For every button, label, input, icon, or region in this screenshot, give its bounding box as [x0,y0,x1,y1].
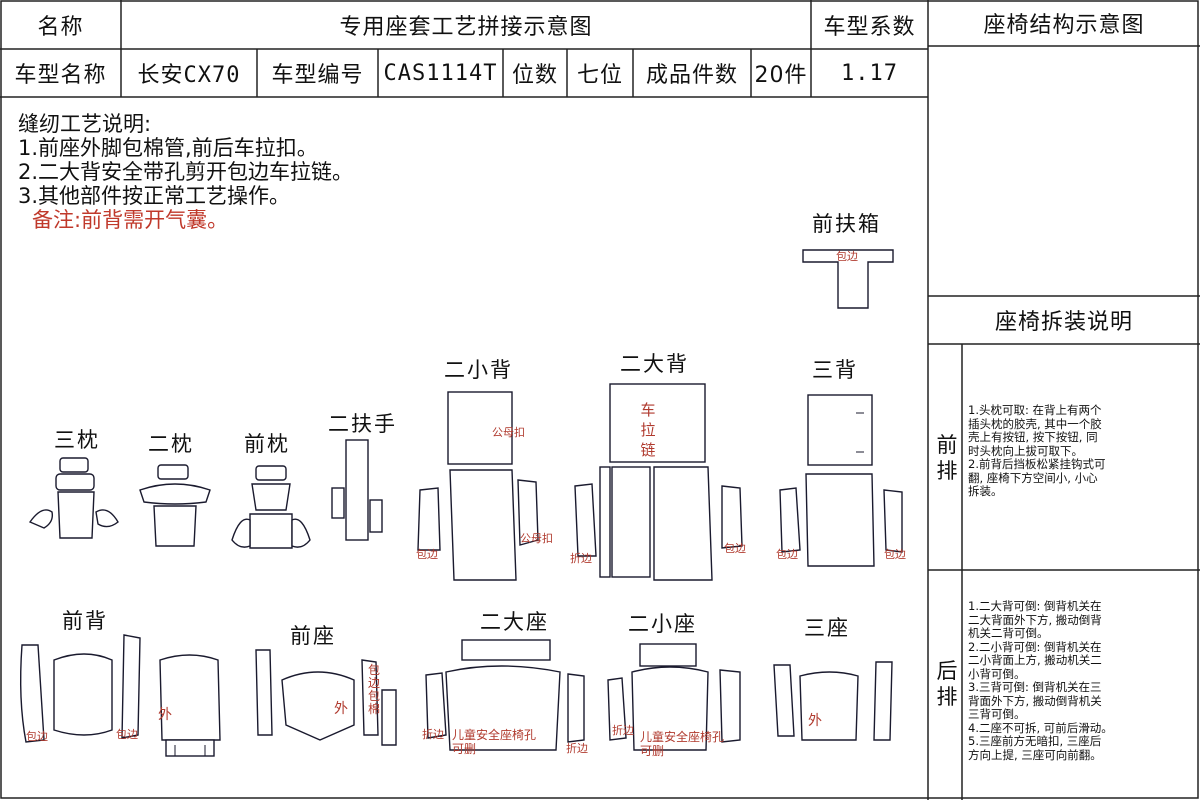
second-big-back-piece [574,383,743,581]
rear-row-line: 1.二大背可倒: 倒背机关在 [968,599,1102,613]
part-label-second-armrest: 二扶手 [328,412,397,436]
model-name-value: 长安CX70 [137,63,241,88]
rear-row-line: 4.二座不可拆, 可前后滑动。 [968,720,1113,735]
front-row-line: 壳上有按钮, 按下按钮, 同 [968,430,1098,444]
notes-item: 3.其他部件按正常工艺操作。 [18,184,291,208]
coefficient-label: 车型系数 [823,14,916,40]
part-label-second-big-seat: 二大座 [480,610,549,634]
rear-row-line: 机关二背可倒。 [968,626,1049,640]
rear-row-line: 小背可倒。 [968,666,1026,681]
rear-row-line: 方向上提, 三座可向前翻。 [968,747,1102,762]
front-row-line: 翻, 座椅下方空间小, 小心 [968,470,1098,485]
rear-row-line: 二小背面上方, 搬动机关二 [968,653,1102,667]
pieces-label: 成品件数 [645,63,738,88]
mark-binding: 包边 [724,542,746,555]
part-label-second-small-back: 二小背 [444,358,513,382]
part-label-second-big-back: 二大背 [620,352,689,376]
third-seat-piece [773,661,893,741]
coefficient-value: 1.17 [841,60,898,86]
structure-title: 座椅结构示意图 [983,13,1145,38]
second-armrest-piece [331,439,383,541]
front-row-line: 拆装。 [968,484,1003,498]
front-row-label: 前排 [936,433,958,483]
front-row-line: 2.前背后挡板松紧挂钩式可 [968,457,1106,471]
part-label-front-back: 前背 [62,609,108,633]
pieces-value: 20件 [754,63,808,88]
part-label-third-back: 三背 [812,358,858,382]
second-small-seat-piece [607,643,741,751]
part-label-second-small-seat: 二小座 [628,612,697,636]
mark-binding: 包边 [836,250,858,263]
mark-binding: 包边 [884,548,906,561]
rear-row-line: 5.三座前方无暗扣, 三座后 [968,734,1102,748]
mark-binding: 包边 [776,548,798,561]
part-label-third-seat: 三座 [804,616,850,640]
mark-zipper: 车拉链 [640,401,656,459]
part-label-front-armrest-box: 前扶箱 [812,212,881,236]
mark-fold-edge: 折边 [566,742,588,755]
rear-row-line: 三背可倒。 [968,707,1026,721]
part-label-front-pillow: 前枕 [244,432,290,456]
seats-label: 位数 [511,63,558,88]
second-small-back-piece [417,391,539,581]
part-label-second-pillow: 二枕 [148,432,194,456]
rear-row-line: 背面外下方, 搬动倒背机关 [968,693,1102,708]
model-code-label: 车型编号 [271,63,364,88]
notes-title: 缝纫工艺说明: [18,112,152,136]
model-name-label: 车型名称 [14,63,107,88]
rear-row-line: 二大背面外下方, 搬动倒背 [968,612,1102,627]
mark-outer: 外 [158,707,172,723]
mark-fold-edge: 折边 [422,728,444,741]
front-row-line: 时头枕向上拔可取下。 [968,443,1083,458]
mark-binding: 包边 [116,728,138,741]
mark-female-buckle: 公母扣 [520,532,553,545]
rear-row-line: 3.三背可倒: 倒背机关在三 [968,680,1102,694]
part-label-third-pillow: 三枕 [54,428,100,452]
front-back-piece [19,634,141,743]
seats-value: 七位 [576,63,623,88]
mark-binding-cotton: 包边包棉 [367,663,380,716]
mark-female-buckle: 公母扣 [492,426,525,439]
mark-binding: 包边 [26,730,48,743]
second-big-seat-piece [425,639,585,751]
mark-child-seat-hole: 儿童安全座椅孔可删 [640,730,725,758]
mark-outer: 外 [334,701,348,717]
diagram-title: 专用座套工艺拼接示意图 [339,14,593,40]
pattern-pieces [19,249,903,757]
mark-binding: 包边 [416,548,438,561]
front-seat-piece [159,649,397,757]
third-pillow-piece [28,457,119,539]
front-row-line: 1.头枕可取: 在背上有两个 [968,403,1102,417]
mark-fold-edge: 折边 [612,724,634,737]
mark-child-seat-hole: 儿童安全座椅孔可删 [452,728,537,756]
model-code-value: CAS1114T [383,60,498,86]
mark-outer: 外 [808,713,822,729]
notes-remark: 备注:前背需开气囊。 [32,208,229,232]
front-row-line: 插头枕的胶壳, 其中一个胶 [968,416,1102,431]
rear-row-label: 后排 [936,659,958,709]
front-pillow-piece [231,465,311,549]
notes-item: 2.二大背安全带孔剪开包边车拉链。 [18,160,354,184]
name-label: 名称 [37,14,84,40]
notes-item: 1.前座外脚包棉管,前后车拉扣。 [18,136,318,160]
second-pillow-piece [139,464,211,547]
assembly-title: 座椅拆装说明 [994,310,1133,335]
part-label-front-seat: 前座 [290,624,336,648]
rear-row-line: 2.二小背可倒: 倒背机关在 [968,639,1102,654]
mark-fold-edge: 折边 [570,552,592,565]
front-armrest-box-piece [802,249,894,309]
third-back-piece [779,394,903,567]
front-row-instructions: 1.头枕可取: 在背上有两个 插头枕的胶壳, 其中一个胶 壳上有按钮, 按下按钮… [968,403,1106,499]
rear-row-instructions: 1.二大背可倒: 倒背机关在 二大背面外下方, 搬动倒背 机关二背可倒。 2.二… [968,599,1113,762]
sewing-notes: 缝纫工艺说明: 1.前座外脚包棉管,前后车拉扣。 2.二大背安全带孔剪开包边车拉… [18,112,353,232]
